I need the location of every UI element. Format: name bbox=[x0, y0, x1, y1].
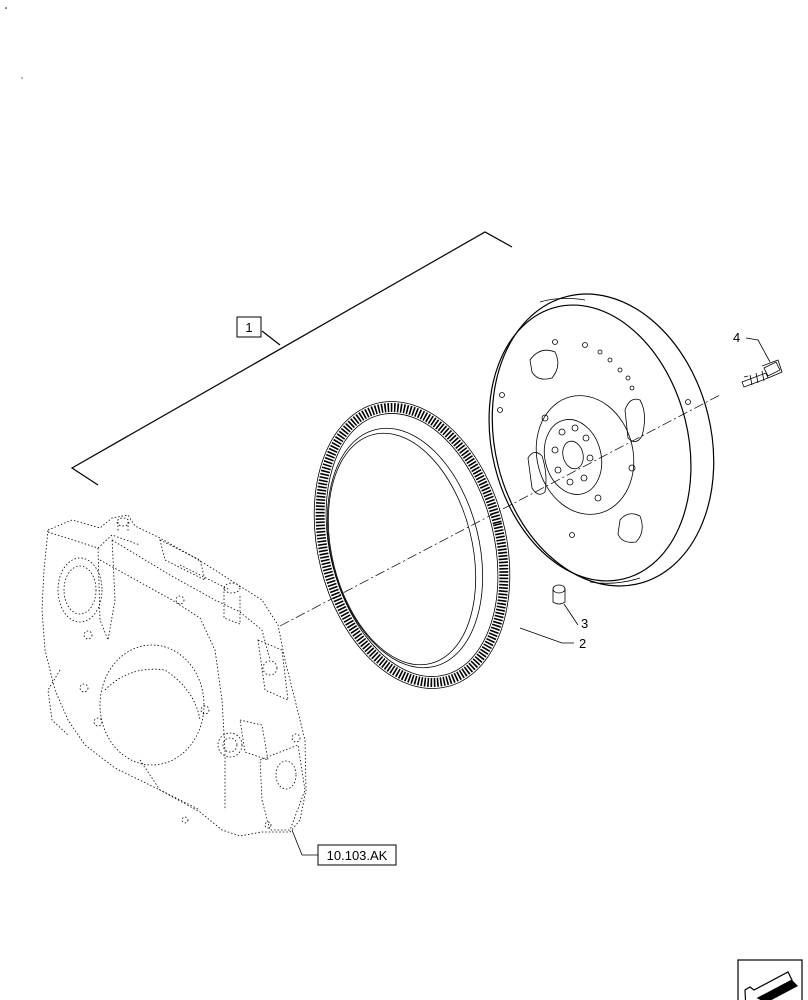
reference-label: 10.103.AK bbox=[327, 848, 388, 863]
callout-2-label[interactable]: 2 bbox=[579, 636, 586, 651]
reference-leader bbox=[291, 829, 318, 856]
callout-4-label[interactable]: 4 bbox=[733, 330, 740, 345]
reference-box[interactable]: 10.103.AK bbox=[317, 844, 397, 866]
corner-speck bbox=[5, 7, 7, 9]
back-arrow-icon[interactable] bbox=[737, 959, 803, 1000]
callout-1-label: 1 bbox=[245, 320, 252, 335]
flywheel bbox=[488, 293, 715, 587]
flywheel-housing bbox=[41, 514, 307, 837]
callout-3-leader bbox=[563, 603, 579, 626]
bolt bbox=[741, 359, 783, 388]
group-bracket bbox=[70, 231, 513, 486]
corner-speck bbox=[21, 77, 23, 79]
callout-3-label[interactable]: 3 bbox=[581, 616, 588, 631]
dowel-pin bbox=[552, 584, 566, 605]
callout-1-box[interactable]: 1 bbox=[236, 316, 262, 338]
callout-4-leader bbox=[745, 337, 771, 363]
ring-gear bbox=[313, 401, 511, 689]
callout-2-leader bbox=[519, 627, 574, 644]
